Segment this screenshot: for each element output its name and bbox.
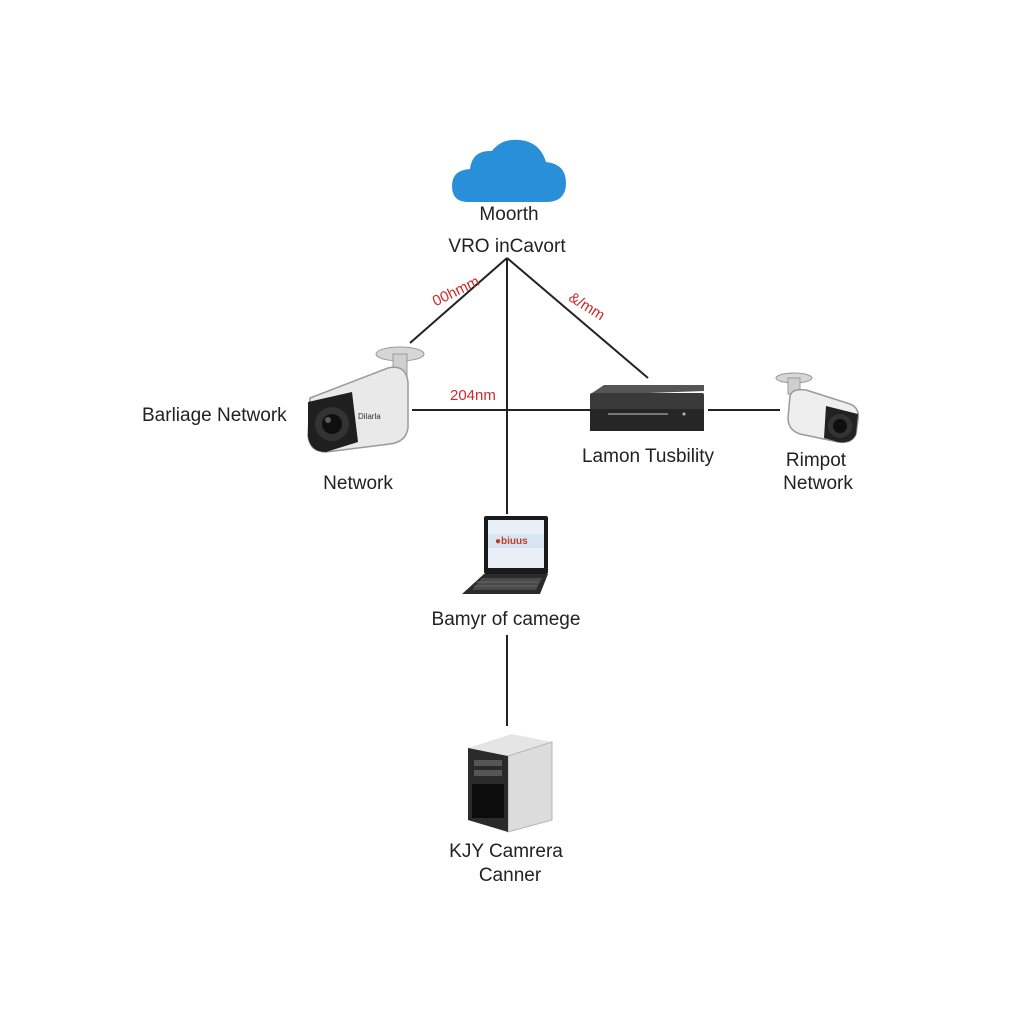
left-camera-side-label: Barliage Network [142, 405, 287, 426]
edge-label-camera-recorder: 204nm [450, 387, 496, 404]
server-icon[interactable] [466, 732, 554, 834]
recorder-caption: Lamon Tusbility [581, 446, 715, 467]
laptop-screen-text: ●biuus [495, 536, 528, 547]
cloud-icon[interactable] [450, 136, 568, 206]
left-camera-caption: Network [323, 473, 393, 494]
cloud-label-line2: VRO inCavort [448, 236, 566, 257]
server-label-line1: KJY Camrera [449, 841, 563, 862]
recorder-icon[interactable] [588, 383, 708, 433]
laptop-caption: Bamyr of camege [431, 609, 581, 630]
laptop-icon[interactable] [458, 514, 552, 598]
bullet-camera-icon[interactable] [300, 344, 428, 456]
cloud-label-line1: Moorth [479, 204, 539, 225]
right-camera-label-line1: Rimpot [785, 450, 847, 471]
line-cloud-to-recorder [506, 257, 649, 379]
camera-brand-badge: Dilarla [358, 412, 381, 421]
server-label-line2: Canner [478, 865, 542, 886]
line-cloud-to-camera [409, 257, 508, 344]
bullet-camera-right-icon[interactable] [774, 372, 860, 446]
right-camera-label-line2: Network [783, 473, 853, 494]
